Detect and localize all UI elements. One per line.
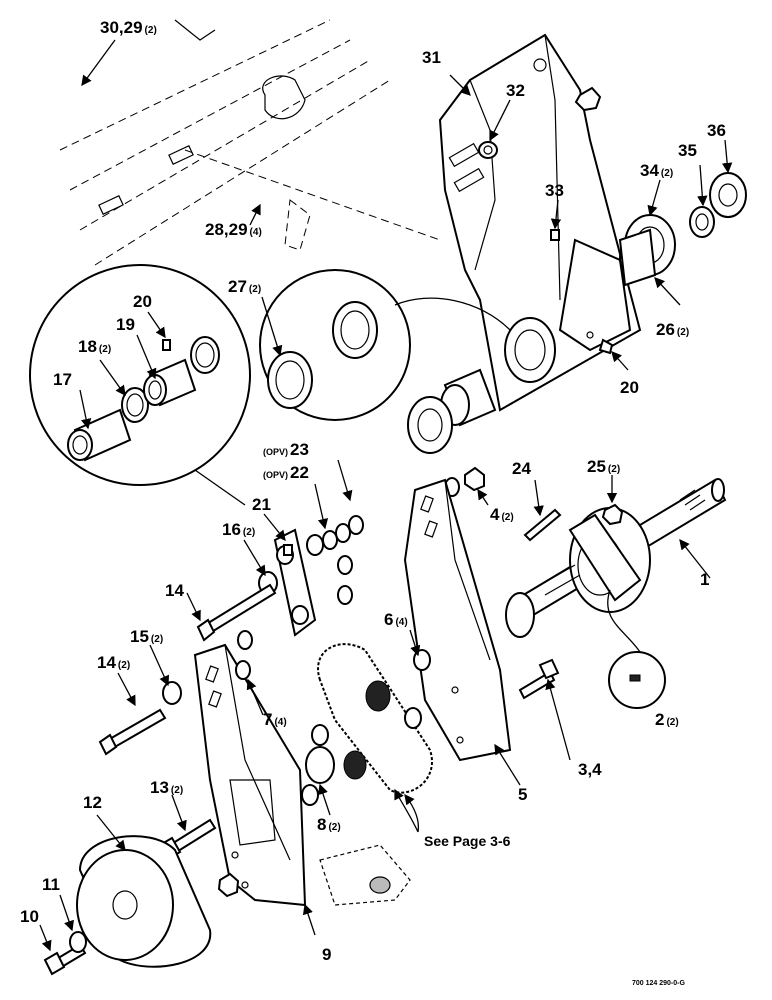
chain-assembly xyxy=(301,643,433,906)
bearing-cone-lower xyxy=(407,368,497,454)
bolt-3 xyxy=(518,658,560,700)
callout-13: 13(2) xyxy=(150,778,183,797)
callout-labels: 30,29(2) 31 32 36 35 34(2) 33 28,29(4) 2… xyxy=(20,18,726,987)
washers-stack xyxy=(162,515,364,705)
callout-20: 20 xyxy=(620,378,639,397)
hex-nut-top xyxy=(574,86,602,112)
callout-14-lower: 14(2) xyxy=(97,653,130,672)
sleeve-19 xyxy=(143,358,197,407)
bushing-32 xyxy=(478,141,498,159)
callout-21: 21 xyxy=(252,495,271,514)
callout-17: 17 xyxy=(53,370,72,389)
detail-circle-bearing-cup xyxy=(259,269,511,421)
arm-21 xyxy=(273,528,317,637)
callout-14-upper: 14 xyxy=(165,581,184,600)
detail-circle-bushing xyxy=(29,264,251,506)
callout-32: 32 xyxy=(506,81,525,100)
callout-6: 6(4) xyxy=(384,610,408,629)
key-24 xyxy=(523,508,562,542)
callout-12: 12 xyxy=(83,793,102,812)
leader-lines xyxy=(39,39,733,952)
grease-fitting-detail xyxy=(162,339,171,351)
callout-24: 24 xyxy=(512,459,531,478)
bushing-17 xyxy=(67,408,132,462)
callout-34: 34(2) xyxy=(640,161,673,180)
nut-25 xyxy=(601,503,624,526)
callout-10: 10 xyxy=(20,907,39,926)
callout-15: 15(2) xyxy=(130,627,163,646)
callout-4: 4(2) xyxy=(490,505,514,524)
mounting-plate-left xyxy=(193,643,307,907)
callout-3-4: 3,4 xyxy=(578,760,602,779)
callout-5: 5 xyxy=(518,785,527,804)
callout-25: 25(2) xyxy=(587,457,620,476)
bolt-14-lower xyxy=(98,708,167,756)
callout-35: 35 xyxy=(678,141,697,160)
callout-33: 33 xyxy=(545,181,564,200)
callout-31: 31 xyxy=(422,48,441,67)
callout-1: 1 xyxy=(700,570,709,589)
callout-7: 7(4) xyxy=(263,710,287,729)
bearing-stack xyxy=(618,172,747,287)
callout-22: (OPV)22 xyxy=(263,463,309,482)
callout-2: 2(2) xyxy=(655,710,679,729)
bolt-14-upper xyxy=(196,583,277,642)
callout-16: 16(2) xyxy=(222,520,255,539)
support-plate xyxy=(438,33,642,412)
callout-11: 11 xyxy=(42,875,60,894)
washer-18b xyxy=(190,336,220,374)
callout-26: 26(2) xyxy=(656,320,689,339)
callout-18: 18(2) xyxy=(78,337,111,356)
drive-shaft xyxy=(505,478,727,638)
detail-circle-key xyxy=(607,589,666,709)
drawing-code: 700 124 290-0-G xyxy=(632,980,685,987)
callout-36: 36 xyxy=(707,121,726,140)
grease-fitting-20 xyxy=(598,338,614,355)
callout-28-29: 28,29(4) xyxy=(205,220,262,239)
callout-23: (OPV)23 xyxy=(263,440,309,459)
nut-4 xyxy=(444,466,485,497)
mounting-plate-right xyxy=(403,478,512,762)
washer-18 xyxy=(121,387,149,423)
reference-note: See Page 3-6 xyxy=(424,833,511,849)
callout-19: 19 xyxy=(116,315,135,334)
callout-30-29: 30,29(2) xyxy=(100,18,157,37)
washer-11 xyxy=(69,931,87,953)
grease-fitting-33 xyxy=(550,229,560,241)
callout-20-detail: 20 xyxy=(133,292,152,311)
nut-bottom xyxy=(217,872,240,898)
pulley-12 xyxy=(76,835,212,968)
callout-8: 8(2) xyxy=(317,815,341,834)
callout-27: 27(2) xyxy=(228,277,261,296)
frame-rail xyxy=(59,19,441,266)
callout-9: 9 xyxy=(322,945,331,964)
